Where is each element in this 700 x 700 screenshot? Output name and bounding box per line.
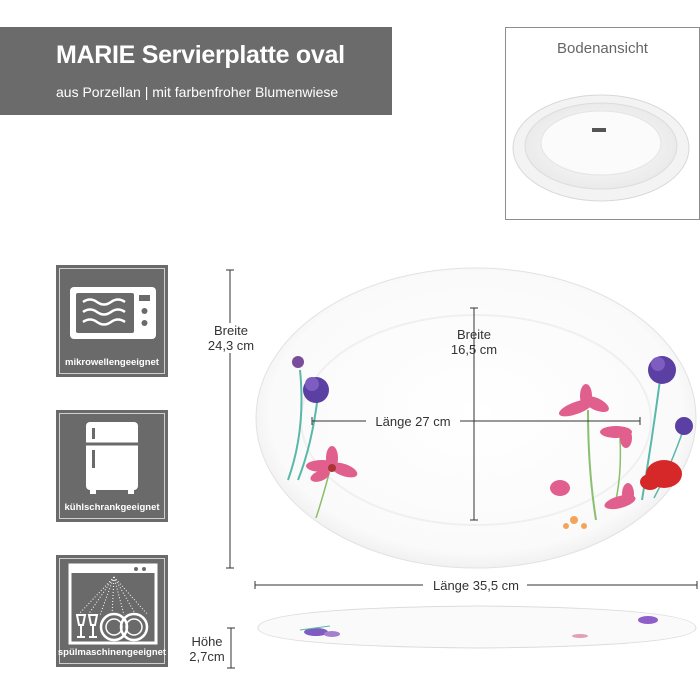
inner-width-dimension: Breite 16,5 cm <box>443 327 505 357</box>
outer-width-value: 24,3 cm <box>207 338 255 353</box>
product-subtitle: aus Porzellan | mit farbenfroher Blumenw… <box>56 84 339 100</box>
title-banner: MARIE Servierplatte oval aus Porzellan |… <box>0 27 392 115</box>
microwave-icon <box>70 287 156 339</box>
plate-bottom-image <box>512 94 690 202</box>
inner-width-label: Breite <box>457 327 491 342</box>
height-value: 2,7cm <box>189 649 225 664</box>
plate-side-view <box>257 605 697 649</box>
plate-top-view <box>255 267 697 569</box>
dishwasher-icon <box>68 563 158 645</box>
outer-length-value: Länge 35,5 cm <box>432 578 519 593</box>
height-dimension: Höhe 2,7cm <box>182 634 232 664</box>
dimension-lines <box>226 269 698 669</box>
feature-fridge: kühlschrankgeeignet <box>56 410 168 522</box>
inner-length-value: Länge 27 cm <box>375 414 451 429</box>
feature-microwave: mikrowellengeeignet <box>56 265 168 377</box>
brand-stamp-icon <box>592 128 606 132</box>
outer-width-label: Breite <box>214 323 248 338</box>
flower-decoration-left <box>287 356 358 519</box>
flower-decoration-right <box>550 356 693 529</box>
product-title: MARIE Servierplatte oval <box>56 41 345 69</box>
fridge-icon <box>86 422 138 494</box>
bottom-view-label: Bodenansicht <box>557 40 648 57</box>
height-label: Höhe <box>191 634 223 649</box>
feature-label: spülmaschinengeeignet <box>57 647 167 658</box>
feature-label: kühlschrankgeeignet <box>64 502 160 513</box>
inner-width-value: 16,5 cm <box>450 342 498 357</box>
feature-label: mikrowellengeeignet <box>65 357 159 368</box>
outer-width-dimension: Breite 24,3 cm <box>200 323 262 353</box>
feature-dishwasher: spülmaschinengeeignet <box>56 555 168 667</box>
